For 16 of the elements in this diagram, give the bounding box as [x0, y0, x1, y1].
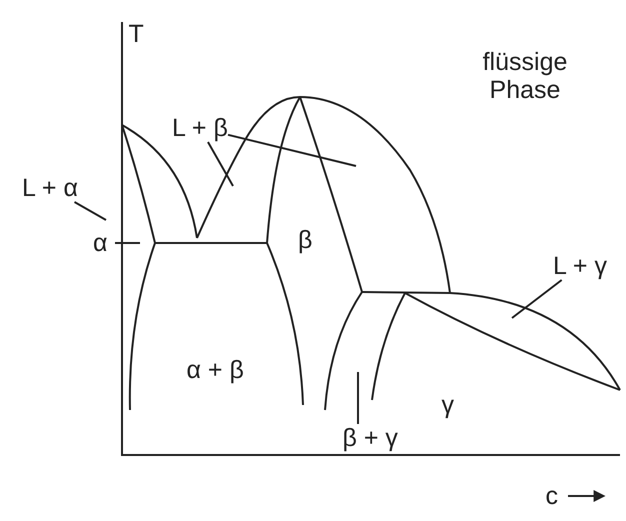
leader-line — [228, 134, 356, 167]
phase-label: α + β — [186, 356, 244, 384]
phase-label: β — [298, 226, 312, 254]
axis-label: T — [128, 20, 144, 48]
phase-label: L + β — [172, 114, 228, 142]
phase-label: β + γ — [342, 424, 398, 452]
leader-line — [357, 372, 359, 424]
axis-label: c — [546, 482, 558, 510]
phase-label: α — [93, 229, 108, 257]
phase-label: L + α — [22, 174, 78, 202]
leader-line — [511, 279, 562, 319]
phase-label: γ — [442, 391, 454, 419]
leader-line — [74, 201, 106, 221]
phase-label: flüssige Phase — [482, 48, 568, 104]
leader-line — [207, 142, 234, 186]
phase-label: L + γ — [553, 252, 607, 280]
